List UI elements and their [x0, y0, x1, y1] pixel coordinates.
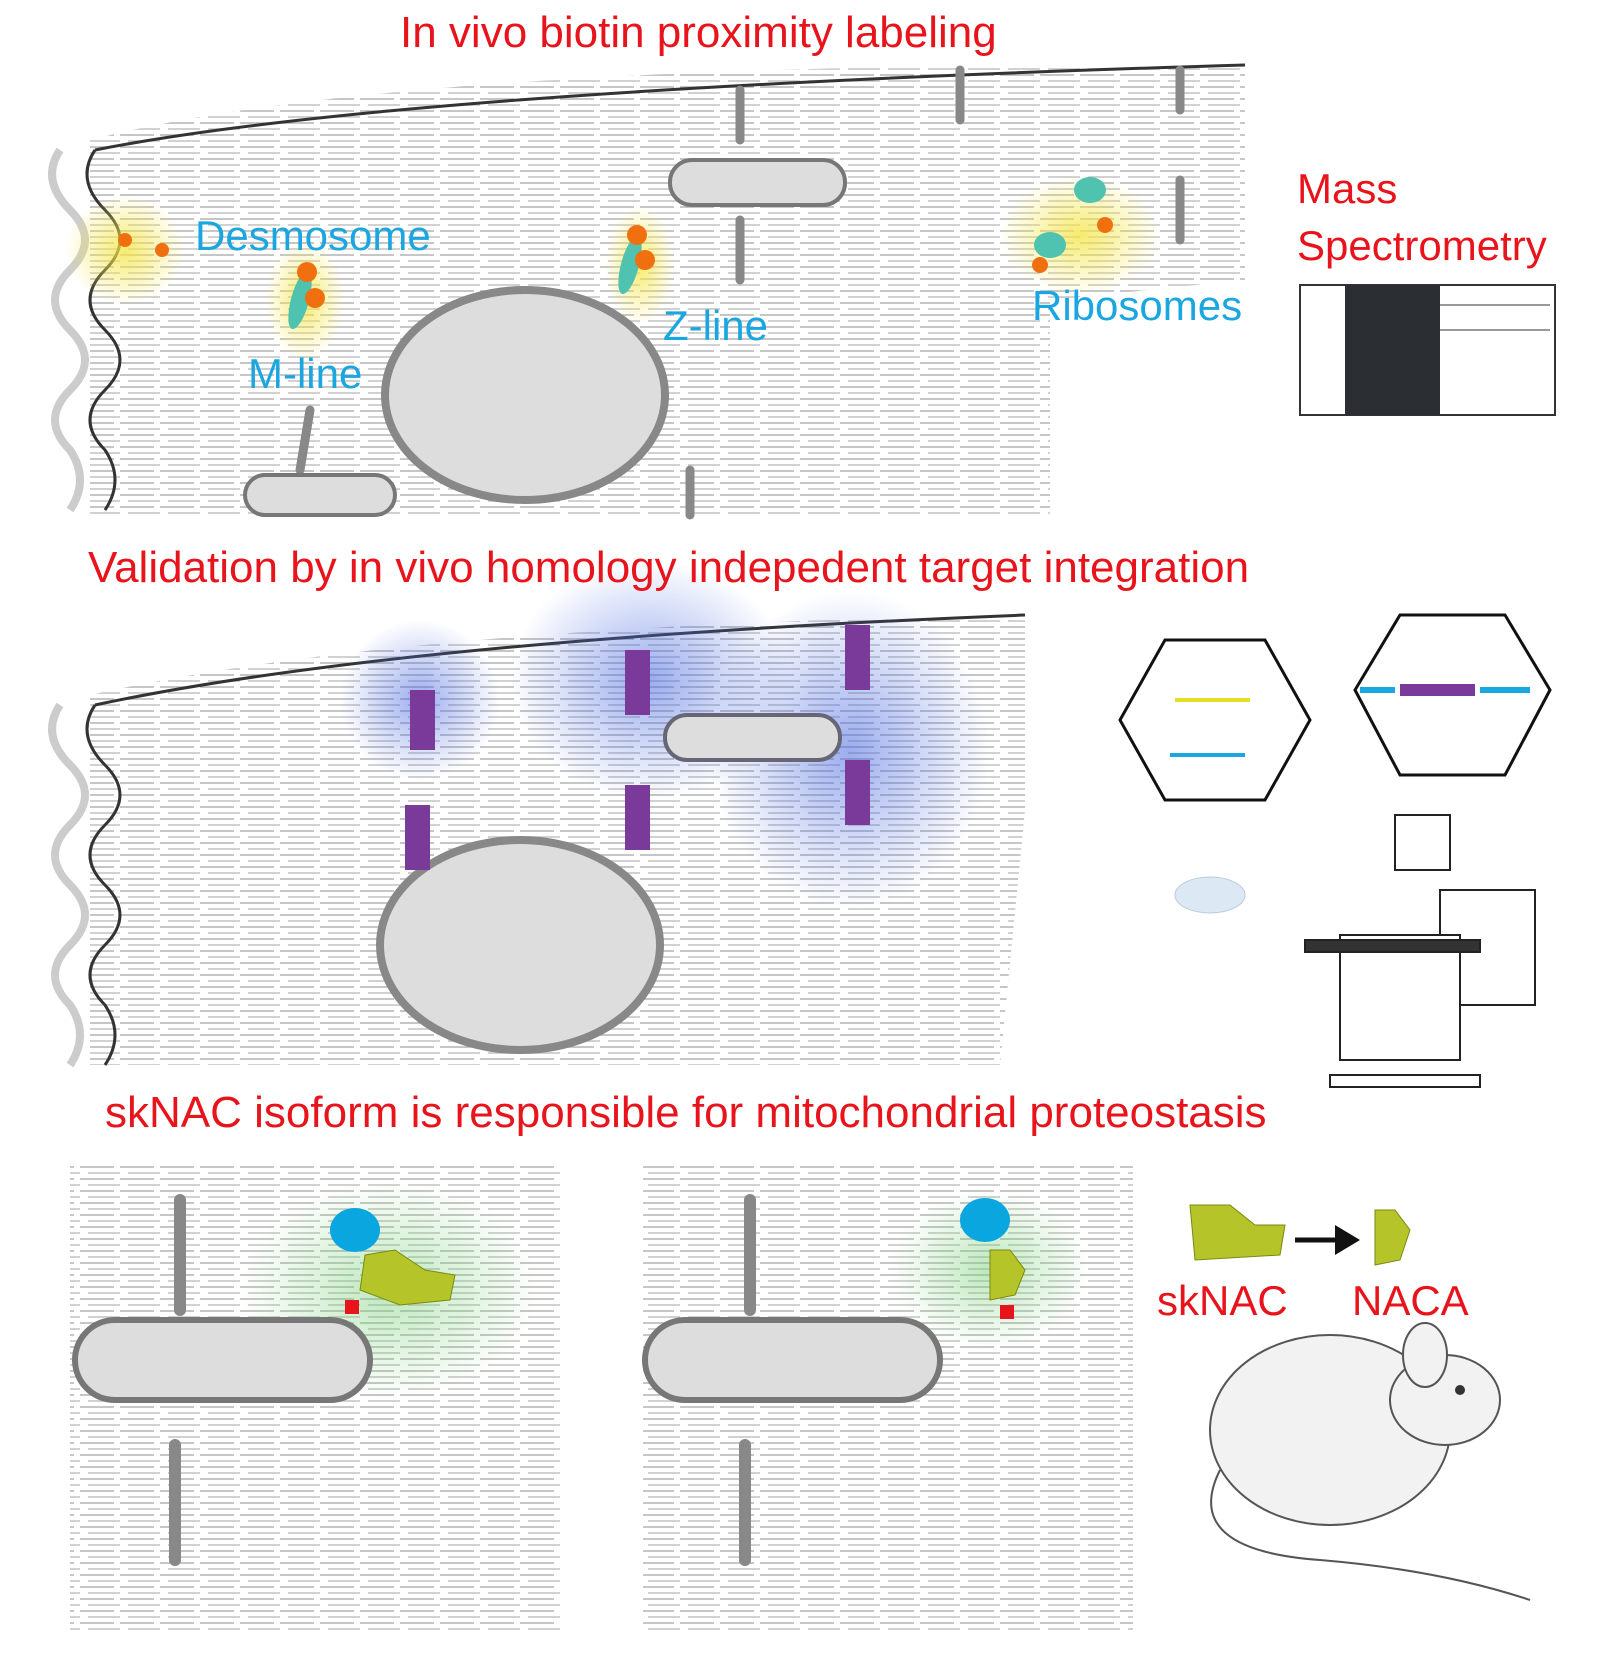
- label-sknac: skNAC: [1157, 1277, 1288, 1324]
- label-naca: NACA: [1352, 1277, 1469, 1324]
- label-z-line: Z-line: [663, 302, 769, 349]
- mitochondrion: [668, 158, 847, 207]
- microscope-icon: [1304, 814, 1536, 1088]
- label-desmosome: Desmosome: [195, 212, 431, 259]
- label-m-line: M-line: [248, 350, 363, 397]
- cas9-icon: [1174, 876, 1246, 914]
- tag-insertions: [405, 625, 870, 870]
- panel-title-labeling: In vivo biotin proximity labeling: [400, 8, 997, 57]
- biotin-probes: [118, 177, 1113, 330]
- muscle-fiber-illustration-bottom-right: [642, 1165, 1133, 1630]
- muscle-fiber-illustration-middle: [48, 560, 1552, 1088]
- label-spectrometry: Spectrometry: [1297, 222, 1547, 269]
- muscle-fiber-illustration-bottom-left: [70, 1165, 560, 1630]
- mouse-icon: [1209, 1322, 1531, 1601]
- panel-title-validation: Validation by in vivo homology indepeden…: [88, 543, 1250, 592]
- panel-title-isoform: skNAC isoform is responsible for mitocho…: [105, 1088, 1267, 1137]
- mass-spectrometer-icon: [1299, 284, 1556, 416]
- aav-capsid-grna: [1118, 638, 1312, 802]
- label-mass: Mass: [1297, 165, 1398, 212]
- aav-capsid-donor: [1353, 613, 1552, 777]
- muscle-fiber-illustration-top: [48, 63, 1556, 520]
- nucleus: [381, 286, 669, 504]
- isoform-cleavage-icons: [1189, 1204, 1411, 1266]
- label-ribosomes: Ribosomes: [1032, 282, 1243, 329]
